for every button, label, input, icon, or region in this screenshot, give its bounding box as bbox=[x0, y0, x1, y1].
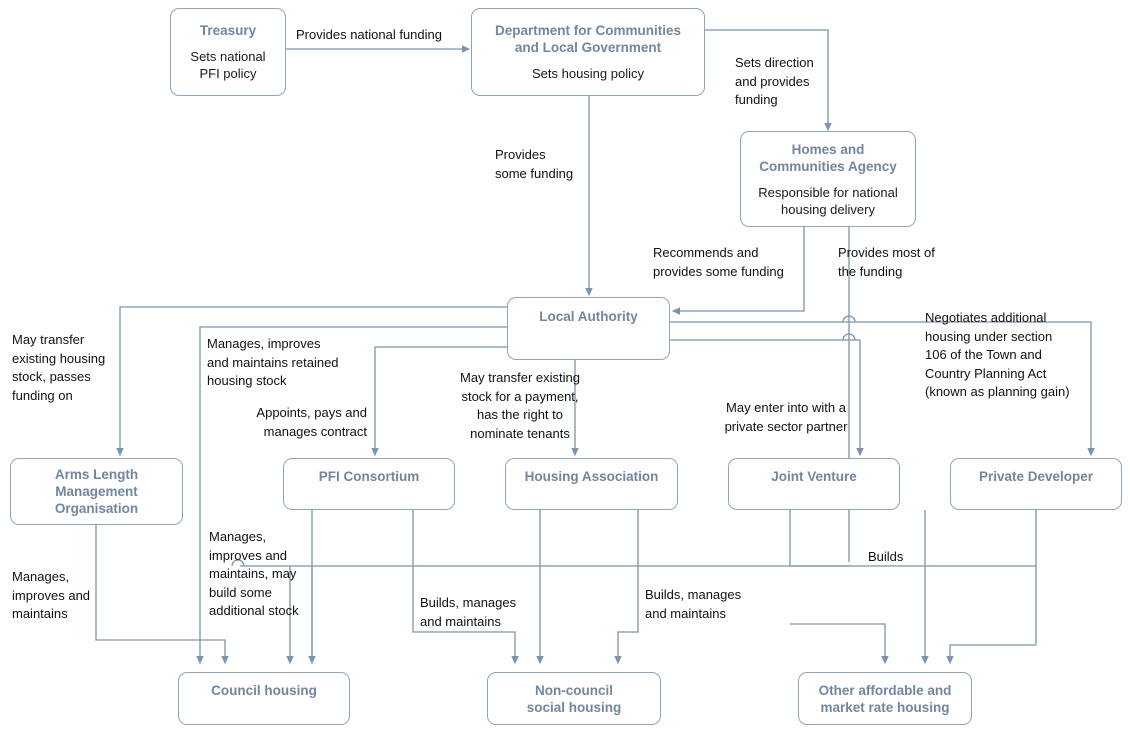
edge-label-almo-manages: Manages, improves and maintains bbox=[12, 569, 91, 621]
edge-la-dev bbox=[670, 321, 1095, 457]
edge-label-negotiates: Negotiates additional housing under sect… bbox=[925, 310, 1070, 399]
edge-label-ha-builds: Builds, manages and maintains bbox=[645, 587, 742, 621]
node-non-council-social-housing[interactable]: Non-council social housing bbox=[487, 672, 661, 725]
node-title: Private Developer bbox=[978, 469, 1094, 484]
edge-label-may-transfer-ha: May transfer existing stock for a paymen… bbox=[460, 370, 580, 441]
node-private-developer[interactable]: Private Developer bbox=[950, 458, 1122, 510]
edge-label-appoints: Appoints, pays and manages contract bbox=[256, 405, 367, 439]
edge-label-pfi-builds: Builds, manages and maintains bbox=[420, 595, 517, 629]
node-title: Homes and Communities Agency bbox=[759, 141, 897, 174]
node-housing-association[interactable]: Housing Association bbox=[505, 458, 678, 510]
edge-label-may-transfer-almo: May transfer existing housing stock, pas… bbox=[12, 332, 106, 403]
edge-label-manages-retained: Manages, improves and maintains retained… bbox=[207, 336, 339, 388]
edge-dev-other bbox=[946, 644, 1036, 665]
edge-la-council-retained bbox=[196, 326, 507, 665]
edge-almo-council bbox=[95, 525, 229, 665]
node-subtitle: Sets national PFI policy bbox=[190, 49, 266, 81]
edge-label-may-enter-jv: May enter into with a private sector par… bbox=[724, 400, 848, 434]
edge-dclg-hca bbox=[705, 29, 832, 132]
node-almo[interactable]: Arms Length Management Organisation bbox=[10, 458, 183, 525]
edge-pfi-noncouncil bbox=[412, 510, 519, 665]
line-hop-2 bbox=[842, 333, 856, 341]
edge-label-provides-national-funding: Provides national funding bbox=[296, 27, 442, 42]
edge-jv-other2 bbox=[790, 623, 889, 665]
edge-label-sets-direction: Sets direction and provides funding bbox=[735, 55, 814, 107]
node-title: Housing Association bbox=[524, 469, 659, 484]
node-title: Local Authority bbox=[539, 309, 638, 324]
edge-la-almo bbox=[116, 306, 507, 457]
node-subtitle: Responsible for national housing deliver… bbox=[758, 184, 898, 217]
edge-label-provides-some-funding: Provides some funding bbox=[495, 147, 574, 181]
node-dclg[interactable]: Department for Communities and Local Gov… bbox=[471, 8, 705, 96]
edge-la-jv bbox=[670, 339, 864, 457]
edge-label-recommends: Recommends and provides some funding bbox=[653, 245, 784, 279]
node-title: Treasury bbox=[199, 23, 257, 38]
node-hca[interactable]: Homes and Communities Agency Responsible… bbox=[740, 131, 916, 227]
line-hop-1 bbox=[842, 315, 856, 323]
node-title: Joint Venture bbox=[771, 469, 857, 484]
node-title: Other affordable and market rate housing bbox=[818, 683, 952, 715]
edge-label-jv-builds: Builds bbox=[868, 549, 904, 564]
node-local-authority[interactable]: Local Authority bbox=[507, 297, 670, 360]
node-title: PFI Consortium bbox=[318, 469, 420, 484]
line-hop-3 bbox=[231, 559, 245, 567]
node-subtitle: Sets housing policy bbox=[531, 66, 644, 81]
node-title: Department for Communities and Local Gov… bbox=[494, 23, 682, 55]
node-pfi-consortium[interactable]: PFI Consortium bbox=[283, 458, 455, 510]
node-joint-venture[interactable]: Joint Venture bbox=[728, 458, 900, 510]
edge-la-pfi bbox=[371, 346, 507, 457]
edge-hca-la-recommends bbox=[671, 227, 805, 315]
node-title: Council housing bbox=[211, 683, 317, 698]
node-other-affordable-housing[interactable]: Other affordable and market rate housing bbox=[798, 672, 972, 725]
node-council-housing[interactable]: Council housing bbox=[178, 672, 350, 725]
node-treasury[interactable]: Treasury Sets national PFI policy bbox=[170, 8, 286, 96]
edge-ha-noncouncil-2 bbox=[614, 510, 639, 665]
edge-label-provides-most: Provides most of the funding bbox=[838, 245, 935, 279]
node-title: Non-council social housing bbox=[526, 683, 622, 715]
node-title: Arms Length Management Organisation bbox=[54, 467, 139, 516]
edge-label-la-manages-build: Manages, improves and maintains, may bui… bbox=[209, 529, 299, 618]
